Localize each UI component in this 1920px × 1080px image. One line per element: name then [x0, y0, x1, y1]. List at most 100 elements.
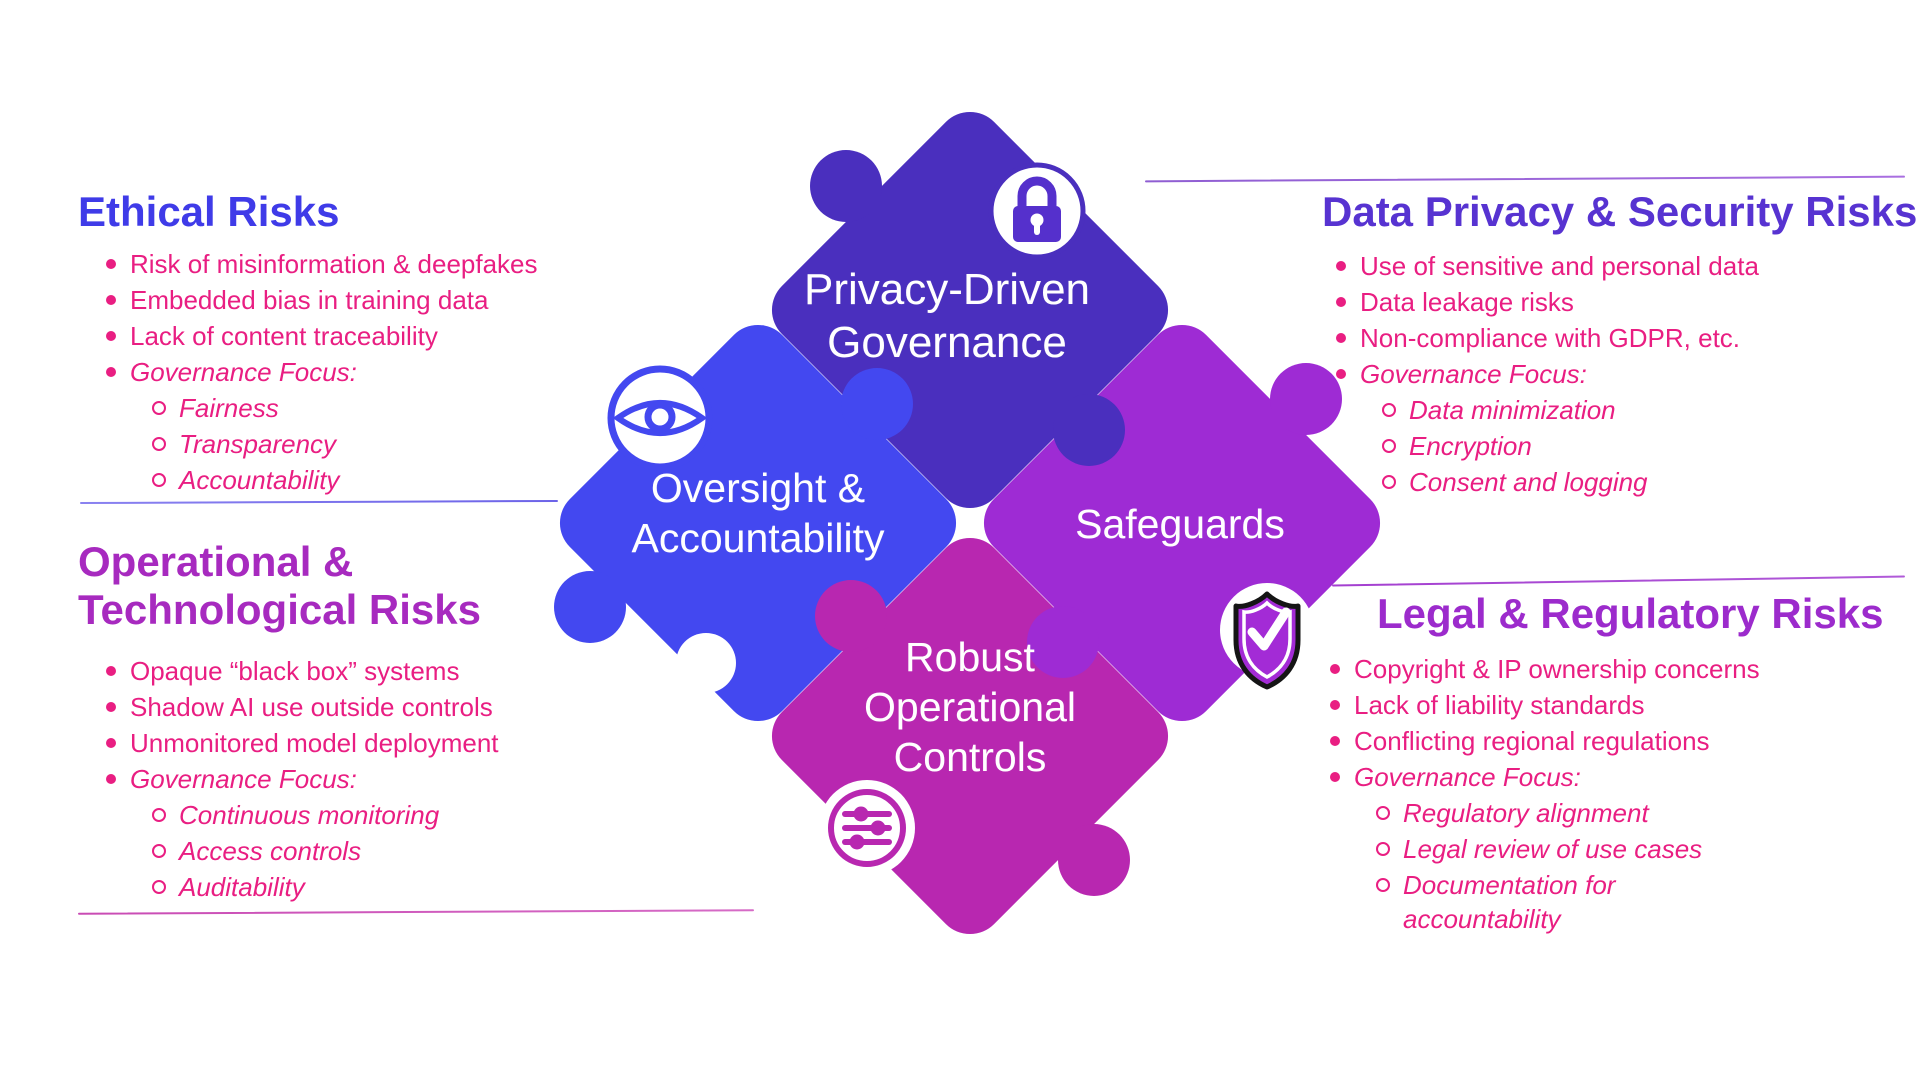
piece-label-operational-controls: Robust Operational Controls — [864, 634, 1076, 780]
bullet-dot-icon — [106, 259, 116, 269]
puzzle-knob — [1053, 394, 1125, 466]
sub-item-label: Encryption — [1409, 431, 1532, 461]
data-privacy-risks-heading: Data Privacy & Security Risks — [1322, 188, 1918, 235]
list-item: Risk of misinformation & deepfakes — [78, 247, 638, 283]
list-item-label: Governance Focus: — [1354, 762, 1581, 792]
list-item-label: Risk of misinformation & deepfakes — [130, 249, 538, 279]
bullet-dot-icon — [106, 666, 116, 676]
list-item-label: Use of sensitive and personal data — [1360, 251, 1759, 281]
list-item: Use of sensitive and personal data — [1308, 249, 1868, 285]
puzzle-knob — [554, 571, 626, 643]
list-item-label: Conflicting regional regulations — [1354, 726, 1710, 756]
sub-list-item: Encryption — [1308, 429, 1868, 465]
hollow-bullet-icon — [152, 880, 166, 894]
list-item: Unmonitored model deployment — [78, 726, 638, 762]
hollow-bullet-icon — [152, 808, 166, 822]
list-item: Embedded bias in training data — [78, 283, 638, 319]
sub-list-item: Access controls — [78, 834, 638, 870]
hollow-bullet-icon — [152, 401, 166, 415]
governance-focus-item: Governance Focus: — [78, 762, 638, 798]
bullet-dot-icon — [1330, 664, 1340, 674]
bullet-dot-icon — [106, 702, 116, 712]
sub-item-label: Consent and logging — [1409, 467, 1648, 497]
puzzle-knob — [815, 580, 887, 652]
eye-icon — [607, 365, 713, 471]
sliders-icon — [819, 780, 915, 876]
bullet-dot-icon — [106, 295, 116, 305]
list-item-label: Governance Focus: — [130, 764, 357, 794]
hollow-bullet-icon — [1376, 806, 1390, 820]
ethical-risks-heading: Ethical Risks — [78, 188, 340, 235]
hollow-bullet-icon — [1376, 878, 1390, 892]
list-item-label: Shadow AI use outside controls — [130, 692, 493, 722]
sub-list-item: Documentation for accountability — [1302, 868, 1862, 936]
list-item-label: Opaque “black box” systems — [130, 656, 460, 686]
list-item-label: Embedded bias in training data — [130, 285, 489, 315]
hollow-bullet-icon — [1382, 439, 1396, 453]
sub-item-label: Transparency — [179, 429, 337, 459]
operational-risks-heading: Operational & Technological Risks — [78, 538, 481, 633]
legal-risks-heading: Legal & Regulatory Risks — [1377, 590, 1884, 637]
shield-check-icon — [1220, 583, 1314, 690]
sub-list-item: Fairness — [78, 391, 638, 427]
sub-item-label: Auditability — [179, 872, 305, 902]
sub-list-item: Continuous monitoring — [78, 798, 638, 834]
list-item-label: Governance Focus: — [130, 357, 357, 387]
bullet-dot-icon — [106, 367, 116, 377]
list-item-label: Unmonitored model deployment — [130, 728, 499, 758]
hollow-bullet-icon — [152, 473, 166, 487]
sub-list-item: Consent and logging — [1308, 465, 1868, 501]
bullet-dot-icon — [1330, 700, 1340, 710]
sub-item-label: Access controls — [179, 836, 362, 866]
piece-label-oversight: Oversight & Accountability — [631, 465, 885, 561]
sub-list-item: Regulatory alignment — [1302, 796, 1862, 832]
bullet-dot-icon — [1336, 297, 1346, 307]
puzzle-notch — [676, 633, 736, 693]
sub-list-item: Accountability — [78, 463, 638, 499]
bullet-dot-icon — [1330, 736, 1340, 746]
piece-label-safeguards: Safeguards — [1075, 501, 1285, 547]
sub-item-label: Continuous monitoring — [179, 800, 440, 830]
list-item: Copyright & IP ownership concerns — [1302, 652, 1862, 688]
list-item-label: Data leakage risks — [1360, 287, 1574, 317]
list-item-label: Copyright & IP ownership concerns — [1354, 654, 1760, 684]
bullet-dot-icon — [1336, 333, 1346, 343]
sub-list-item: Transparency — [78, 427, 638, 463]
puzzle-knob — [810, 150, 882, 222]
bullet-dot-icon — [106, 774, 116, 784]
list-item: Lack of liability standards — [1302, 688, 1862, 724]
operational-risks-list: Opaque “black box” systems Shadow AI use… — [78, 654, 638, 906]
list-item: Data leakage risks — [1308, 285, 1868, 321]
sub-item-label: Regulatory alignment — [1403, 798, 1649, 828]
bullet-dot-icon — [106, 738, 116, 748]
list-item-label: Lack of liability standards — [1354, 690, 1645, 720]
puzzle-knob — [841, 368, 913, 440]
sub-item-label: Data minimization — [1409, 395, 1616, 425]
list-item: Opaque “black box” systems — [78, 654, 638, 690]
hollow-bullet-icon — [152, 437, 166, 451]
list-item: Lack of content traceability — [78, 319, 638, 355]
sub-list-item: Auditability — [78, 870, 638, 906]
governance-focus-item: Governance Focus: — [78, 355, 638, 391]
list-item: Conflicting regional regulations — [1302, 724, 1862, 760]
bullet-dot-icon — [1336, 369, 1346, 379]
puzzle-knob — [1027, 606, 1099, 678]
hollow-bullet-icon — [1382, 475, 1396, 489]
puzzle-knob — [1270, 363, 1342, 435]
bullet-dot-icon — [1336, 261, 1346, 271]
list-item-label: Non-compliance with GDPR, etc. — [1360, 323, 1741, 353]
list-item: Non-compliance with GDPR, etc. — [1308, 321, 1868, 357]
hollow-bullet-icon — [1382, 403, 1396, 417]
governance-focus-item: Governance Focus: — [1308, 357, 1868, 393]
list-item-label: Lack of content traceability — [130, 321, 438, 351]
sub-list-item: Data minimization — [1308, 393, 1868, 429]
sub-item-label: Legal review of use cases — [1403, 834, 1703, 864]
sub-item-label: Documentation for accountability — [1403, 870, 1616, 934]
sub-list-item: Legal review of use cases — [1302, 832, 1862, 868]
bullet-dot-icon — [1330, 772, 1340, 782]
piece-label-privacy-governance: Privacy-Driven Governance — [803, 265, 1091, 367]
puzzle-knob — [1058, 824, 1130, 896]
legal-risks-list: Copyright & IP ownership concerns Lack o… — [1302, 652, 1862, 936]
